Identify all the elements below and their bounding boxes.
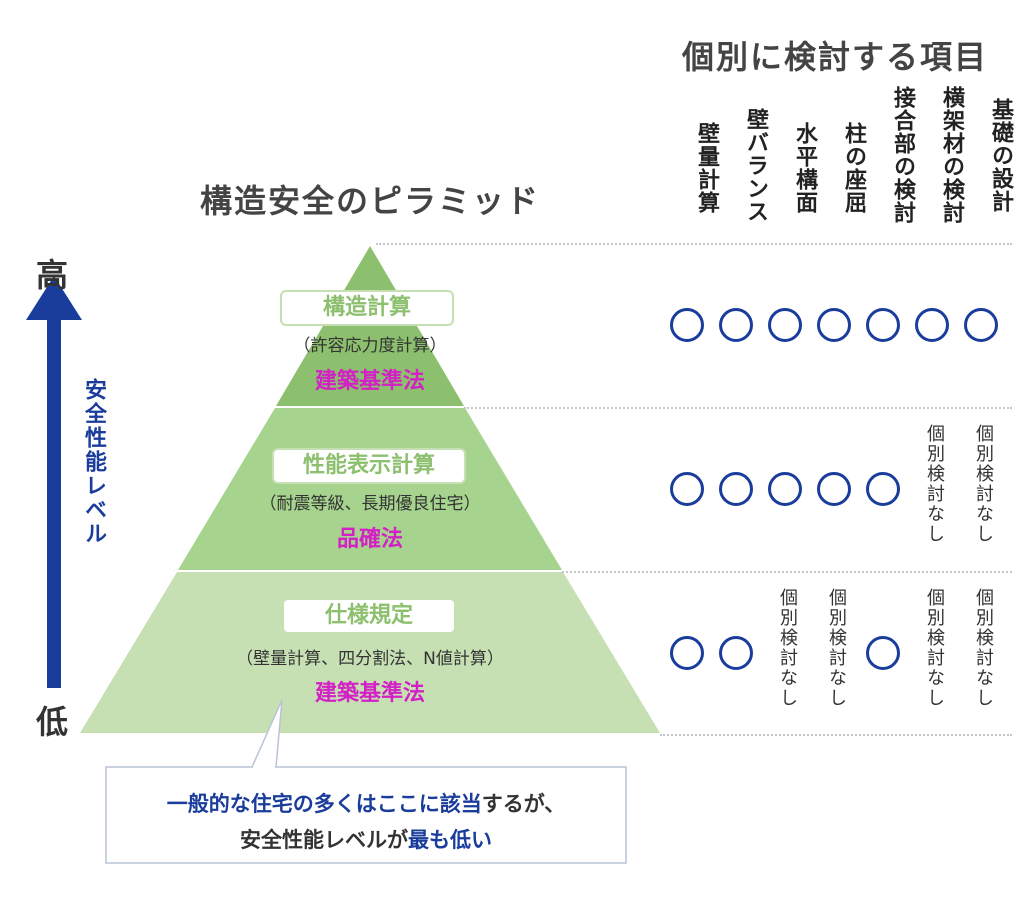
tier-law-1: 建築基準法 <box>314 369 425 394</box>
tier-detail-3: （壁量計算、四分割法、N値計算） <box>236 649 504 669</box>
check-circle <box>768 308 802 342</box>
no-individual-check-note: 個別検討なし <box>973 588 994 708</box>
check-circle <box>817 472 851 506</box>
row-separator <box>376 243 1012 245</box>
arrow-head <box>26 276 82 320</box>
row-separator <box>660 734 1012 736</box>
check-circle <box>670 308 704 342</box>
col-head-wall-quantity: 壁量計算 <box>694 122 719 214</box>
level-high-label: 高 <box>35 256 68 294</box>
callout-line2-prefix: 安全性能レベルが <box>240 828 408 852</box>
check-circle <box>670 472 704 506</box>
col-head-foundation-design: 基礎の設計 <box>988 98 1013 213</box>
pyramid-title: 構造安全のピラミッド <box>199 182 540 220</box>
no-individual-check-note: 個別検討なし <box>924 588 945 708</box>
row-separator <box>464 407 1012 409</box>
pyramid-tier-top <box>276 246 464 406</box>
col-head-horizontal-plane: 水平構面 <box>792 122 817 214</box>
callout-text: 一般的な住宅の多くはここに該当するが、 安全性能レベルが最も低い <box>106 786 626 858</box>
tier-law-2: 品確法 <box>336 527 403 552</box>
check-circle <box>719 308 753 342</box>
check-circle <box>866 636 900 670</box>
no-individual-check-note: 個別検討なし <box>924 424 945 544</box>
row-separator <box>562 571 1012 573</box>
check-circle <box>866 472 900 506</box>
check-circle <box>719 472 753 506</box>
pyramid-tier-bottom <box>80 572 660 733</box>
check-circle <box>817 308 851 342</box>
no-individual-check-note: 個別検討なし <box>973 424 994 544</box>
check-circle <box>768 472 802 506</box>
arrow-shaft <box>47 318 61 688</box>
callout-box <box>105 766 627 864</box>
tier-detail-1: （許容応力度計算） <box>293 336 447 356</box>
col-head-wall-balance: 壁バランス <box>743 108 768 223</box>
check-circle <box>670 636 704 670</box>
col-head-beam-check: 横架材の検討 <box>939 86 964 224</box>
callout-line1-emph: 一般的な住宅の多くはここに該当 <box>166 792 482 816</box>
col-head-column-buckling: 柱の座屈 <box>841 122 866 214</box>
tier-name-performance-calc: 性能表示計算 <box>272 448 466 484</box>
tier-name-structural-calc: 構造計算 <box>280 290 454 326</box>
level-low-label: 低 <box>35 703 68 741</box>
no-individual-check-note: 個別検討なし <box>826 588 847 708</box>
tier-detail-2: （耐震等級、長期優良住宅） <box>259 494 481 514</box>
no-individual-check-note: 個別検討なし <box>777 588 798 708</box>
items-title: 個別に検討する項目 <box>681 38 988 76</box>
tier-name-spec-rules: 仕様規定 <box>282 598 456 634</box>
check-circle <box>719 636 753 670</box>
check-circle <box>964 308 998 342</box>
axis-label: 安全性能レベル <box>81 378 106 546</box>
callout-line-2: 安全性能レベルが最も低い <box>106 822 626 858</box>
callout-line1-suffix: するが、 <box>481 792 566 816</box>
callout-line-1: 一般的な住宅の多くはここに該当するが、 <box>106 786 626 822</box>
check-circle <box>915 308 949 342</box>
tier-law-3: 建築基準法 <box>314 681 425 706</box>
col-head-joint-check: 接合部の検討 <box>890 86 915 224</box>
callout-line2-emph: 最も低い <box>408 828 492 852</box>
check-circle <box>866 308 900 342</box>
